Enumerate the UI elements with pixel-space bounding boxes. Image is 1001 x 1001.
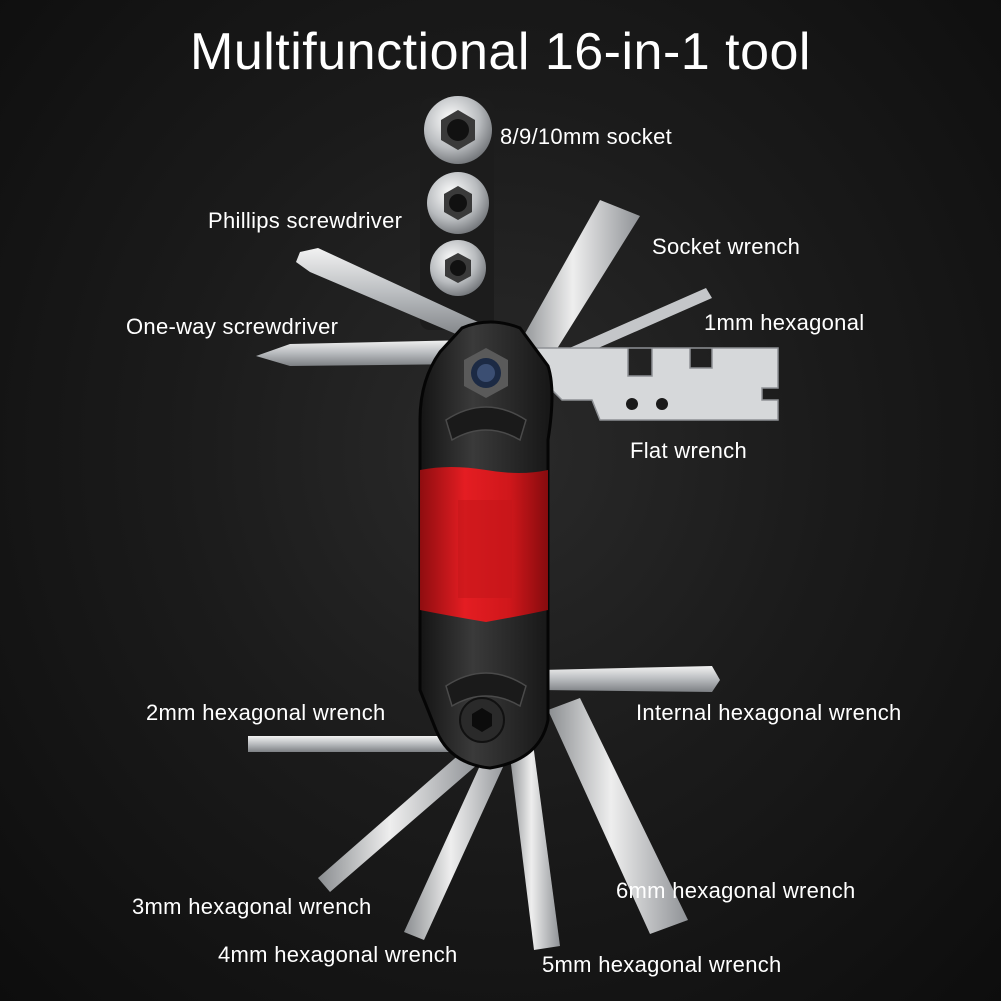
hex-5mm-blade — [508, 736, 560, 950]
label-flat-wrench: Flat wrench — [630, 438, 748, 463]
lower-blades — [248, 666, 720, 950]
top-pivot-bolt — [464, 348, 508, 398]
socket-8mm — [430, 240, 486, 296]
socket-wrench-blade — [518, 200, 640, 360]
label-socket-wrench: Socket wrench — [652, 234, 801, 259]
one-way-blade — [256, 340, 470, 366]
label-5mm-hexagonal-wrench: 5mm hexagonal wrench — [542, 952, 782, 977]
hex-3mm-blade — [318, 752, 478, 892]
label-one-way-screwdriver: One-way screwdriver — [126, 314, 339, 339]
label-3mm-hexagonal-wrench: 3mm hexagonal wrench — [132, 894, 372, 919]
label-4mm-hexagonal-wrench: 4mm hexagonal wrench — [218, 942, 458, 967]
upper-blades — [256, 200, 779, 421]
page-title: Multifunctional 16-in-1 tool — [190, 23, 811, 81]
label-2mm-hexagonal-wrench: 2mm hexagonal wrench — [146, 700, 386, 725]
label-socket: 8/9/10mm socket — [500, 124, 673, 149]
hex-6mm-blade — [548, 698, 688, 934]
socket-9mm — [427, 172, 489, 234]
flat-wrench-blade — [526, 347, 779, 421]
label-1mm-hexagonal: 1mm hexagonal — [704, 310, 865, 335]
socket-set — [420, 96, 494, 330]
label-internal-hexagonal-wrench: Internal hexagonal wrench — [636, 700, 902, 725]
label-phillips-screwdriver: Phillips screwdriver — [208, 208, 403, 233]
socket-10mm — [424, 96, 492, 164]
label-6mm-hexagonal-wrench: 6mm hexagonal wrench — [616, 878, 856, 903]
hex-4mm-blade — [404, 748, 508, 940]
tool-body — [418, 320, 554, 770]
phillips-blade — [296, 248, 478, 340]
bottom-pivot-bolt — [459, 697, 505, 743]
hex-2mm-blade — [248, 736, 460, 752]
internal-hex-blade — [540, 666, 720, 692]
